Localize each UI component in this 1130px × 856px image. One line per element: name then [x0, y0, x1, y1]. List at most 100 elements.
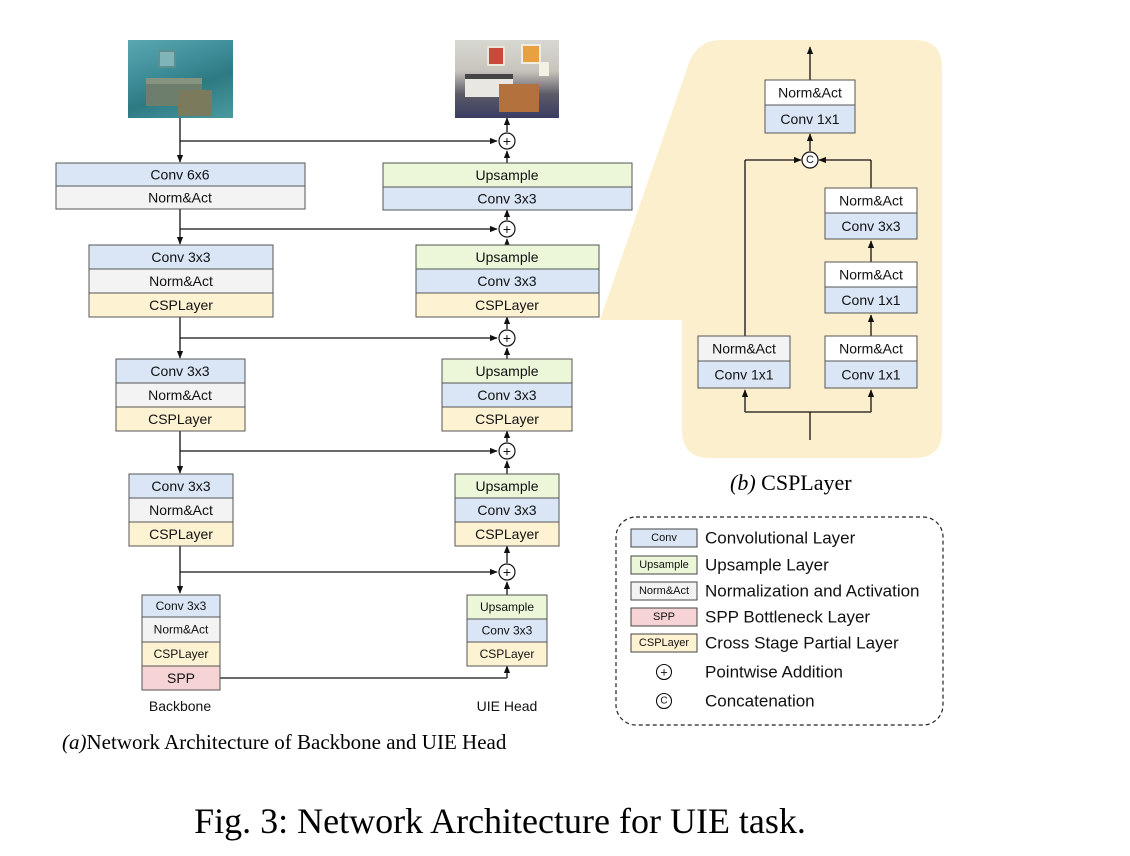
connections-b — [741, 46, 875, 440]
concat-node — [801, 151, 819, 169]
hd2-up-label: Upsample — [475, 249, 538, 265]
figure-caption: Fig. 3: Network Architecture for UIE tas… — [194, 801, 806, 841]
legend-text: Concatenation — [705, 692, 815, 711]
bb4-norm — [128, 497, 234, 523]
hd1-up-label: Upsample — [475, 167, 538, 183]
hd2-csp-label: CSPLayer — [475, 297, 539, 313]
plus-symbol: + — [503, 133, 511, 149]
plus-node-3 — [498, 329, 516, 347]
plus-node-4 — [498, 442, 516, 460]
csp-r1-norm-label: Norm&Act — [839, 341, 903, 357]
csp-out-conv — [764, 104, 856, 134]
plus-symbol: + — [503, 330, 511, 346]
bb5-norm — [141, 616, 221, 643]
hd3-csp-label: CSPLayer — [475, 411, 539, 427]
bb3-norm-label: Norm&Act — [148, 387, 212, 403]
plus-symbol: + — [503, 443, 511, 459]
hd3-conv-label: Conv 3x3 — [477, 387, 536, 403]
hd5-up-label: Upsample — [480, 600, 534, 614]
caption-b-letter: (b) — [730, 470, 756, 495]
legend-swatch-spp — [630, 607, 698, 627]
legend-swatches — [630, 528, 698, 653]
hd3-up — [441, 358, 573, 384]
bb4-conv — [128, 473, 234, 499]
legend-plus-icon — [655, 663, 673, 681]
csp-l1-conv-label: Conv 1x1 — [714, 367, 773, 383]
caption-b-text: CSPLayer — [761, 470, 852, 495]
legend-symbol: C — [660, 696, 667, 707]
plus-symbol: + — [503, 564, 511, 580]
hd4-conv-label: Conv 3x3 — [477, 502, 536, 518]
hd4-up-label: Upsample — [475, 478, 538, 494]
csp-r1-norm — [824, 335, 918, 362]
hd5-csp-label: CSPLayer — [480, 647, 535, 661]
legend-text: SPP Bottleneck Layer — [705, 608, 870, 627]
bb1-norm — [55, 185, 306, 210]
bb4-csp-label: CSPLayer — [149, 526, 213, 542]
head-label: UIE Head — [477, 698, 538, 714]
bb4-conv-label: Conv 3x3 — [151, 478, 210, 494]
bb3-conv — [115, 358, 246, 384]
bb2-norm — [88, 268, 274, 294]
hd4-csp — [454, 521, 560, 547]
legend-tag: CSPLayer — [639, 637, 689, 649]
hd3-csp — [441, 406, 573, 432]
csp-r2-conv — [824, 286, 918, 314]
legend-text: Cross Stage Partial Layer — [705, 634, 899, 653]
legend-tag: SPP — [653, 611, 675, 623]
csp-out-conv-label: Conv 1x1 — [780, 111, 839, 127]
bb4-csp — [128, 521, 234, 547]
bb1-norm-label: Norm&Act — [148, 190, 212, 206]
legend-tag: Conv — [651, 532, 677, 544]
hd1-up — [382, 162, 633, 188]
bb5-spp-label: SPP — [167, 670, 195, 686]
hd1-conv-label: Conv 3x3 — [477, 191, 536, 207]
legend-swatch-upsample — [630, 555, 698, 575]
bb5-csp-label: CSPLayer — [154, 647, 209, 661]
hd5-up — [466, 594, 548, 620]
csp-l1-conv — [697, 360, 791, 389]
bb5-norm-label: Norm&Act — [154, 623, 209, 637]
legend-concat-icon — [655, 692, 673, 710]
legend-text: Normalization and Activation — [705, 582, 920, 601]
bb2-norm-label: Norm&Act — [149, 273, 213, 289]
bb5-csp — [141, 641, 221, 667]
plus-nodes — [498, 132, 516, 581]
csp-out-norm-label: Norm&Act — [778, 85, 842, 101]
csp-r2-norm — [824, 261, 918, 288]
bb3-conv-label: Conv 3x3 — [150, 363, 209, 379]
bb3-norm — [115, 382, 246, 408]
input-underwater-image — [128, 40, 233, 118]
hd4-csp-label: CSPLayer — [475, 526, 539, 542]
hd3-conv — [441, 382, 573, 408]
csp-r3-conv — [824, 212, 918, 240]
caption-a: (a)Network Architecture of Backbone and … — [62, 730, 506, 755]
caption-b: (b) CSPLayer — [730, 470, 852, 496]
backbone — [55, 162, 306, 691]
bb3-csp-label: CSPLayer — [148, 411, 212, 427]
bb3-csp — [115, 406, 246, 432]
legend-swatch-conv — [630, 528, 698, 548]
legend-text: Pointwise Addition — [705, 663, 843, 682]
csp-r1-conv-label: Conv 1x1 — [841, 367, 900, 383]
legend-swatch-csp — [630, 633, 698, 653]
backbone-label: Backbone — [149, 698, 211, 714]
caption-a-letter: (a) — [62, 730, 87, 754]
plus-node-5 — [498, 563, 516, 581]
csp-l1-norm — [697, 335, 791, 362]
hd4-up — [454, 473, 560, 499]
bb2-csp — [88, 292, 274, 318]
bb2-csp-label: CSPLayer — [149, 297, 213, 313]
plus-symbol: + — [503, 221, 511, 237]
csp-r3-norm — [824, 187, 918, 214]
uie-head — [382, 162, 633, 667]
hd1-conv — [382, 186, 633, 211]
legend-text: Convolutional Layer — [705, 529, 856, 548]
csp-r2-conv-label: Conv 1x1 — [841, 292, 900, 308]
legend-symbol: + — [660, 665, 668, 680]
bb2-conv — [88, 244, 274, 270]
hd5-csp — [466, 641, 548, 667]
csp-l1-norm-label: Norm&Act — [712, 341, 776, 357]
hd5-conv-label: Conv 3x3 — [482, 624, 533, 638]
